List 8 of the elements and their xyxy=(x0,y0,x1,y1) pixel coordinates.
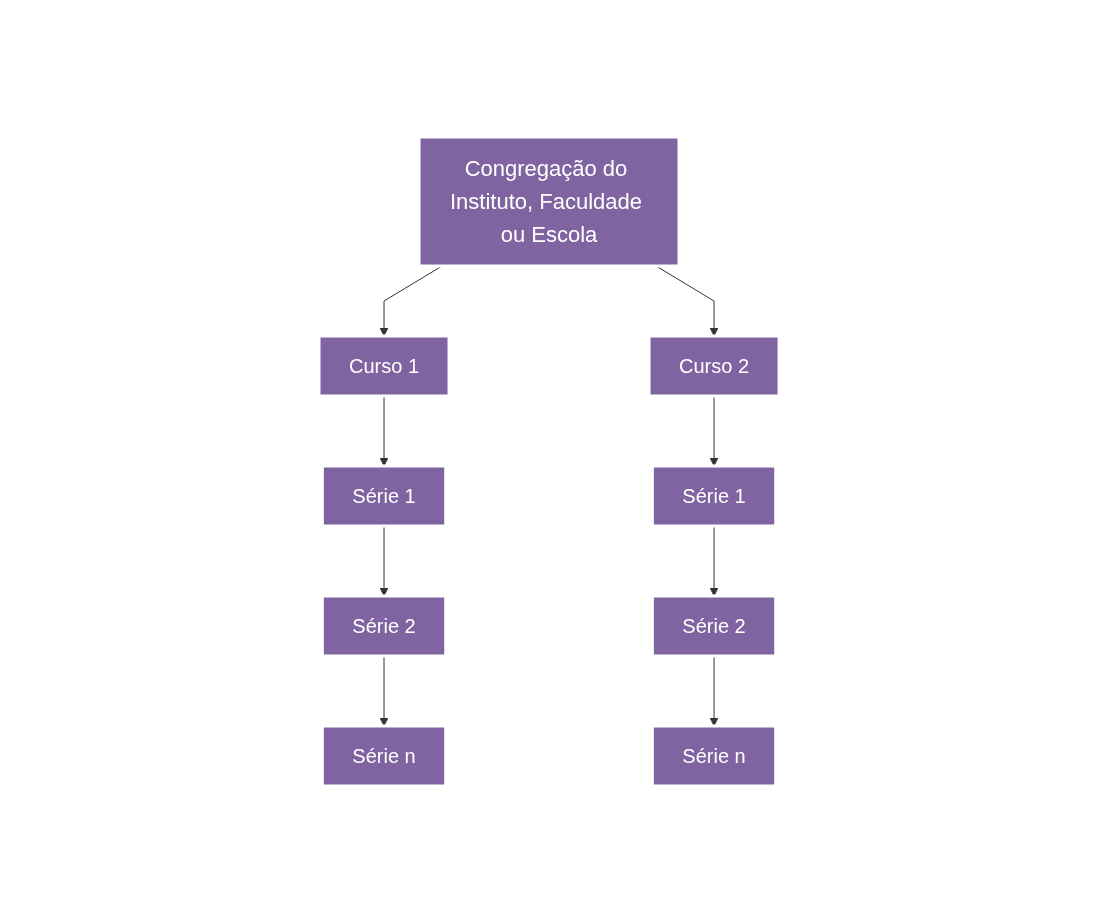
node-box: Série 2 xyxy=(651,594,778,658)
node-box: Série n xyxy=(321,724,448,788)
node-box: Série 2 xyxy=(321,594,448,658)
node-box: Série 1 xyxy=(651,464,778,528)
node-box: Curso 1 xyxy=(317,334,451,398)
node-box: Série 1 xyxy=(321,464,448,528)
node-box: Congregação do Instituto, Faculdade ou Escola xyxy=(418,135,681,268)
node-box: Série n xyxy=(651,724,778,788)
